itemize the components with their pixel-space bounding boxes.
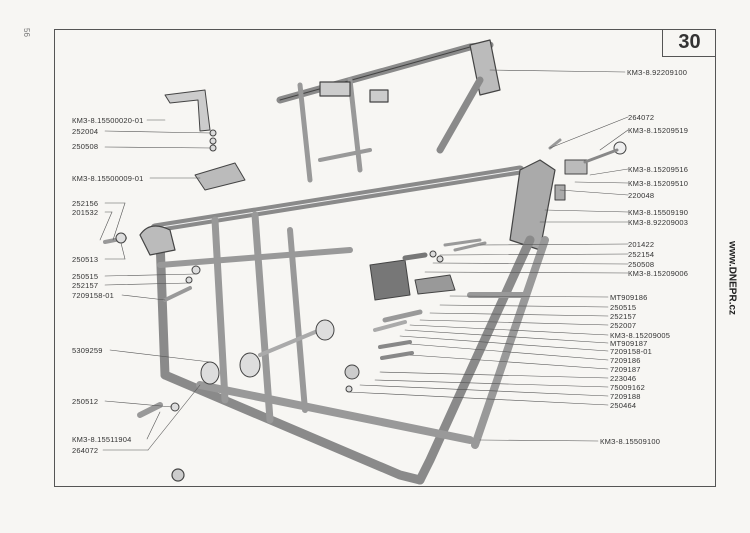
part-label: КМЗ-8.15511904 (72, 435, 132, 444)
part-label: MT909186 (610, 293, 648, 302)
main-frame (139, 159, 556, 485)
part-label: 201422 (628, 240, 655, 249)
part-label: 5309259 (72, 346, 103, 355)
part-label: 252156 (72, 199, 99, 208)
part-label: 252004 (72, 127, 99, 136)
part-label: 250508 (72, 142, 99, 151)
part-label: 7209158-01 (610, 347, 653, 356)
part-label: КМЗ-8.92209100 (627, 68, 688, 77)
part-label: 264072 (628, 113, 655, 122)
part-label: КМЗ-8.15209516 (628, 165, 689, 174)
part-label: 7209158-01 (72, 291, 115, 300)
part-label: 75009162 (610, 383, 645, 392)
part-label: 250508 (628, 260, 655, 269)
part-label: 250512 (72, 397, 99, 406)
part-label: 264072 (72, 446, 99, 455)
part-label: КМЗ-8.15209519 (628, 126, 689, 135)
part-label: 201532 (72, 208, 99, 217)
part-label: 252157 (610, 312, 637, 321)
part-label: КМЗ-8.15509100 (600, 437, 661, 446)
part-label: КМЗ-8.92209003 (628, 218, 689, 227)
part-label: 7209186 (610, 356, 641, 365)
part-label: 250515 (610, 303, 637, 312)
part-label: 223046 (610, 374, 637, 383)
part-label: 7209188 (610, 392, 641, 401)
diagram-border (54, 29, 716, 487)
page-number: 30 (678, 31, 701, 53)
part-label: 7209187 (610, 365, 641, 374)
part-label: КМЗ-8.15209510 (628, 179, 689, 188)
small-parts (103, 89, 627, 418)
part-label: КМЗ-8.15500020-01 (72, 116, 144, 125)
part-label: 250515 (72, 272, 99, 281)
part-label: КМЗ-8.15509190 (628, 208, 689, 217)
part-label: 250513 (72, 255, 99, 264)
leader-lines-left (99, 119, 212, 451)
part-label: КМЗ-8.15500009-01 (72, 174, 144, 183)
part-label: 252157 (72, 281, 99, 290)
part-label: КМЗ-8.15209006 (628, 269, 689, 278)
part-label: 252154 (628, 250, 655, 259)
part-label: 220048 (628, 191, 655, 200)
part-label: 252007 (610, 321, 637, 330)
part-label: КМЗ-8.15209005 (610, 331, 671, 340)
part-label: 250464 (610, 401, 637, 410)
part-label: MT909187 (610, 339, 648, 348)
leader-lines-right (348, 69, 629, 442)
page-number-box: 30 (662, 29, 716, 57)
upper-frame-part (276, 39, 501, 183)
